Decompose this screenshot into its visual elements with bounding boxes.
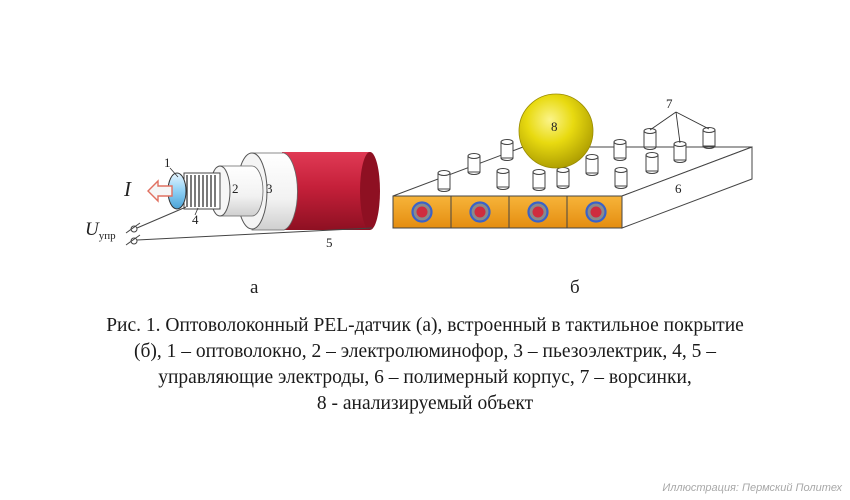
label-current: I xyxy=(123,177,132,201)
label-1: 1 xyxy=(164,155,171,170)
subfigure-a-label: а xyxy=(250,277,259,298)
image-credit: Иллюстрация: Пермский Политех xyxy=(662,482,842,494)
sensor-outer-end xyxy=(360,152,380,230)
label-3: 3 xyxy=(266,181,273,196)
subfigure-b-label: б xyxy=(570,277,580,298)
analyzed-object-sphere xyxy=(518,93,594,169)
label-2: 2 xyxy=(232,181,239,196)
label-5: 5 xyxy=(326,235,333,250)
sensor-illustration: 1 2 3 4 5 I Uупр xyxy=(85,152,380,250)
figure-caption: Рис. 1. Оптоволоконный PEL-датчик (а), в… xyxy=(0,313,850,417)
sensor-sections xyxy=(411,201,607,223)
caption-line: 8 - анализируемый объект xyxy=(316,393,534,414)
caption-line: управляющие электроды, 6 – полимерный ко… xyxy=(158,367,692,388)
label-6: 6 xyxy=(675,181,682,196)
label-voltage: Uупр xyxy=(85,219,116,242)
label-4: 4 xyxy=(192,212,199,227)
control-wires xyxy=(125,206,373,246)
coating-side-face xyxy=(621,146,753,229)
light-output-arrow xyxy=(147,179,173,203)
bristles xyxy=(437,127,716,192)
caption-line: Рис. 1. Оптоволоконный PEL-датчик (а), в… xyxy=(106,315,744,336)
caption-line: (б), 1 – оптоволокно, 2 – электролюминоф… xyxy=(133,341,717,362)
sensor-luminophore-layer xyxy=(219,165,264,217)
coating-illustration: 6 7 8 xyxy=(392,93,753,229)
label-7: 7 xyxy=(666,96,673,111)
label-8: 8 xyxy=(551,119,558,134)
